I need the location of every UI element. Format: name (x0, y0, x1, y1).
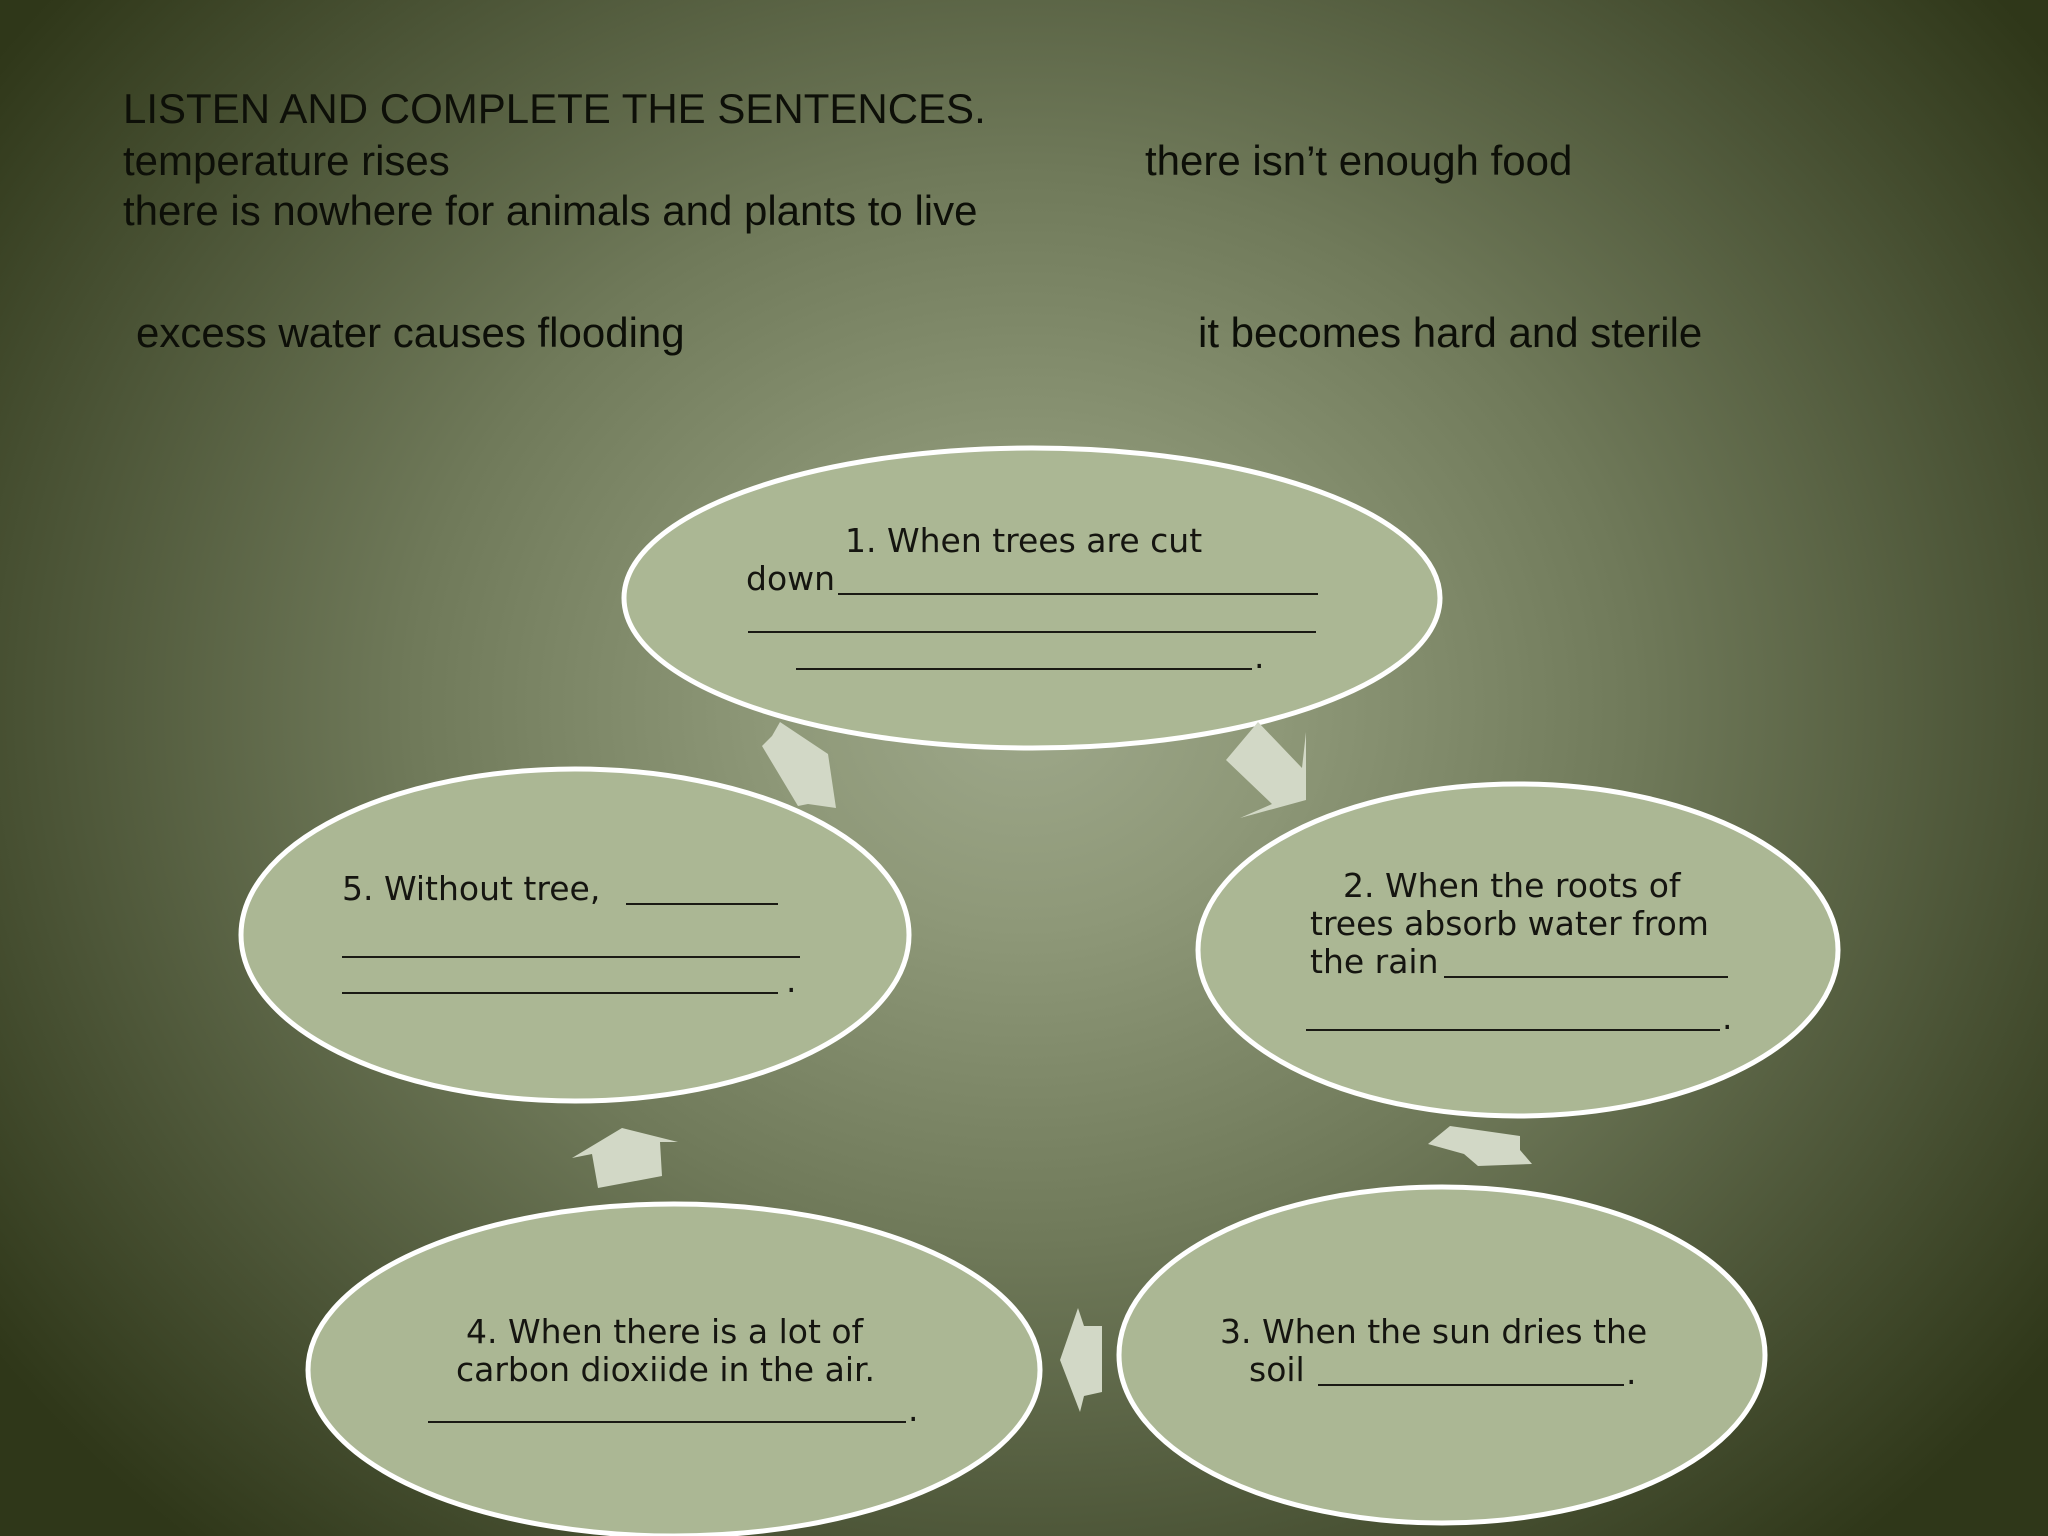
step5-blank (342, 956, 800, 958)
step2-blank (1444, 976, 1728, 978)
word-bank-option: there isn’t enough food (1145, 137, 1573, 184)
step3-period: . (1626, 1353, 1637, 1392)
cycle-oval-2 (1195, 781, 1841, 1119)
word-bank-option: it becomes hard and sterile (1198, 309, 1703, 356)
step4-blank (428, 1421, 906, 1423)
cycle-oval-5 (238, 766, 912, 1104)
step4-line2: carbon dioxiide in the air. (456, 1350, 876, 1389)
step4-period: . (908, 1390, 919, 1429)
step5-blank (626, 903, 778, 905)
step1-line2: down (746, 559, 836, 598)
step3-line2: soil (1249, 1350, 1305, 1389)
cycle-arrow (762, 722, 836, 808)
word-bank-option: excess water causes flooding (136, 309, 685, 356)
step2-line1: 2. When the roots of (1343, 866, 1681, 905)
step2-period: . (1722, 998, 1733, 1037)
step2-line3: the rain (1310, 942, 1439, 981)
step3-blank (1318, 1384, 1624, 1386)
step5-line1: 5. Without tree, (342, 869, 601, 908)
step1-blank (796, 668, 1252, 670)
step1-blank (838, 593, 1318, 595)
slide-title: LISTEN AND COMPLETE THE SENTENCES. (123, 85, 986, 132)
step5-blank (342, 992, 778, 994)
word-bank-option: there is nowhere for animals and plants … (123, 187, 978, 234)
word-bank-option: temperature rises (123, 137, 450, 184)
step2-blank (1306, 1029, 1720, 1031)
cycle-oval-3 (1116, 1184, 1768, 1526)
step5-period: . (786, 961, 797, 1000)
step4-line1: 4. When there is a lot of (466, 1312, 864, 1351)
step3-line1: 3. When the sun dries the (1220, 1312, 1648, 1351)
cycle-arrow (1428, 1126, 1532, 1166)
cycle-oval-4 (305, 1201, 1043, 1536)
cycle-arrow (572, 1128, 678, 1188)
cycle-arrow (1226, 722, 1306, 818)
step2-line2: trees absorb water from (1310, 904, 1709, 943)
step1-blank (748, 631, 1316, 633)
step1-line1: 1. When trees are cut (845, 521, 1203, 560)
cycle-arrow (1060, 1308, 1102, 1412)
cycle-oval-1 (621, 445, 1443, 751)
step1-period: . (1254, 637, 1265, 676)
